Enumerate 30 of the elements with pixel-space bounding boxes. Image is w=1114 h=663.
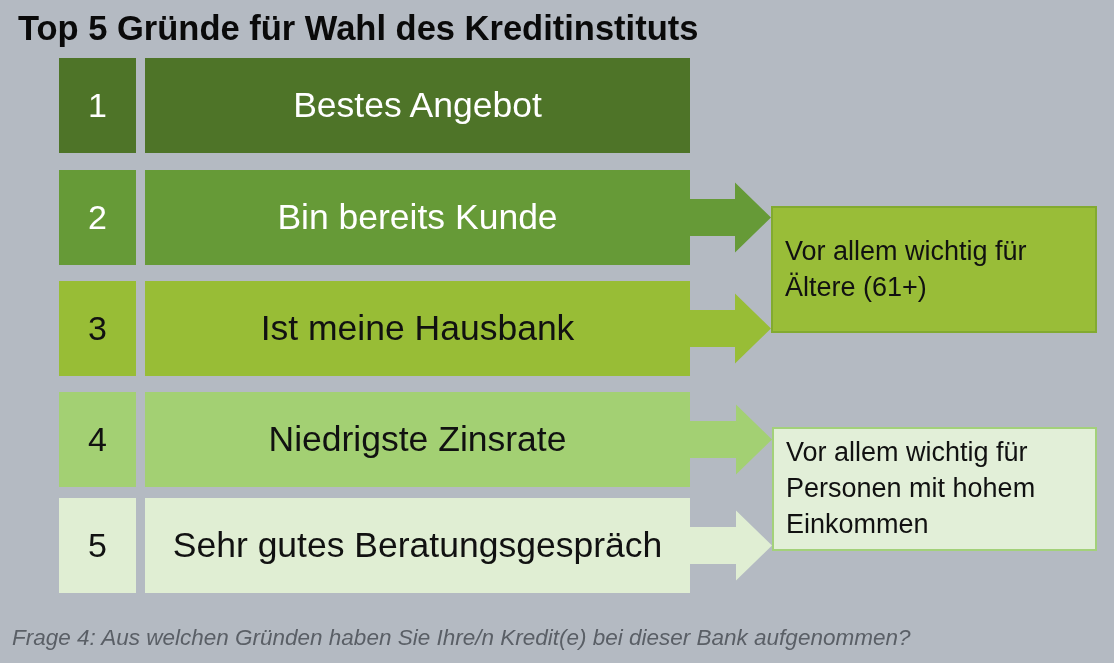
rank-number: 3	[88, 308, 107, 349]
note-box	[772, 427, 1097, 551]
note-box	[771, 206, 1097, 333]
reason-text: Ist meine Hausbank	[260, 307, 575, 350]
reason-text: Sehr gutes Beratungsgespräch	[172, 524, 663, 567]
reason-box	[145, 498, 690, 593]
reason-box	[145, 170, 690, 265]
rank-number-box	[59, 170, 136, 265]
rank-number-box	[59, 281, 136, 376]
rank-number-box	[59, 392, 136, 487]
reason-box	[145, 392, 690, 487]
reason-box	[145, 58, 690, 153]
rank-number: 5	[88, 525, 107, 566]
rank-number-box	[59, 498, 136, 593]
reason-text: Niedrigste Zinsrate	[268, 418, 567, 461]
note-text: Vor allem wichtig für Personen mit hohem Einkommen	[786, 436, 1037, 541]
note-text: Vor allem wichtig für Ältere (61+)	[785, 234, 1028, 304]
block-arrow	[690, 404, 772, 475]
rank-number: 4	[88, 419, 107, 460]
reason-text: Bestes Angebot	[293, 84, 542, 127]
block-arrow	[690, 293, 771, 364]
diagram-title: Top 5 Gründe für Wahl des Kreditinstituts	[18, 8, 699, 48]
rank-number-box	[59, 58, 136, 153]
block-arrow	[690, 182, 771, 253]
reason-text: Bin bereits Kunde	[277, 196, 558, 239]
reason-box	[145, 281, 690, 376]
rank-number: 1	[88, 85, 107, 126]
rank-number: 2	[88, 197, 107, 238]
caption-text: Frage 4: Aus welchen Gründen haben Sie Ihre/n Kredit(e) bei dieser Bank aufgenommen?	[12, 624, 911, 651]
block-arrow	[690, 510, 772, 581]
